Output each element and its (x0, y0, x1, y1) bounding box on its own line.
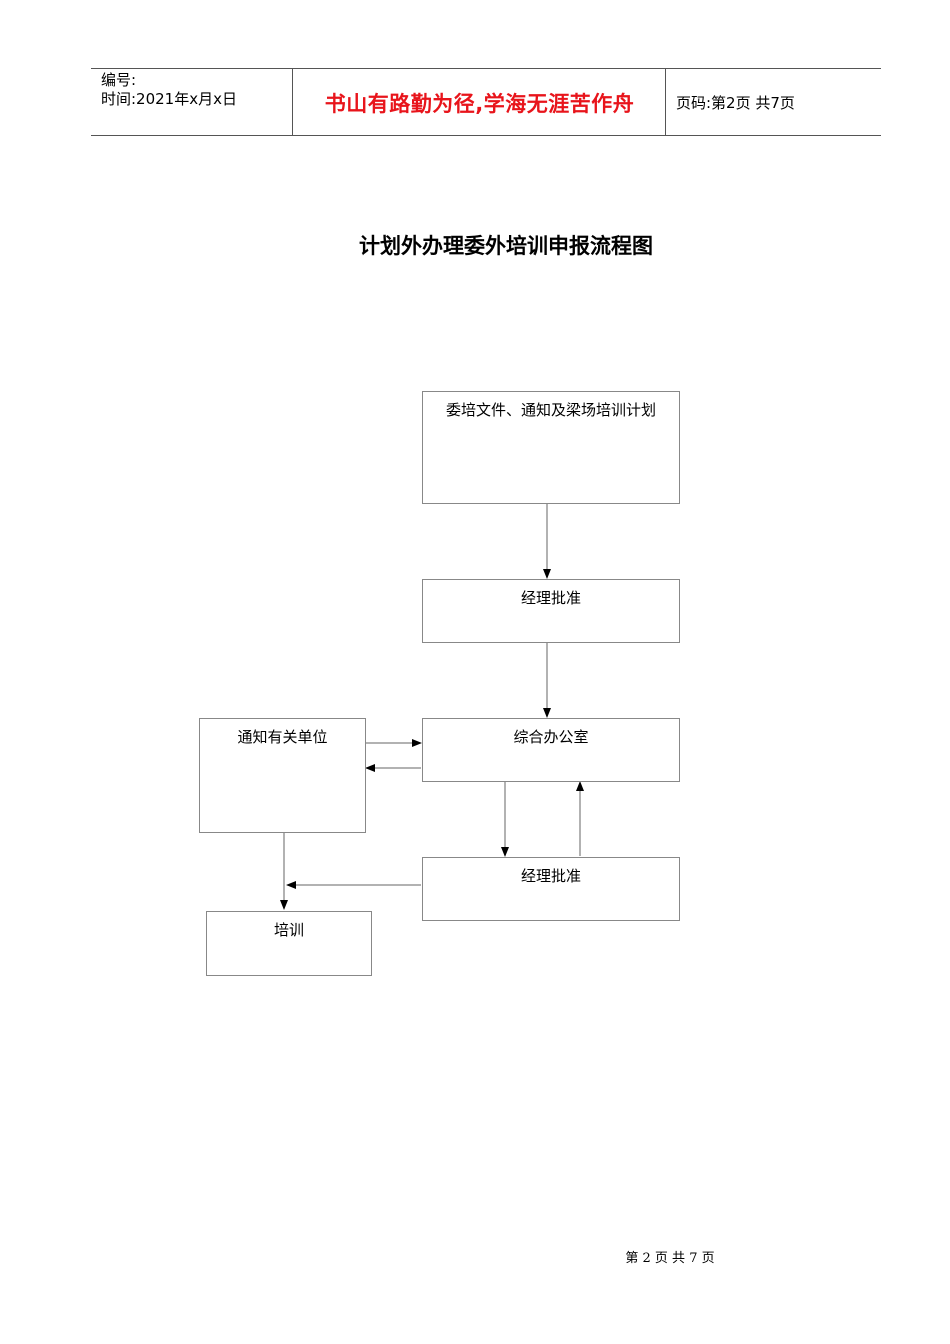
header-bottom-rule (91, 135, 881, 136)
node-training-label: 培训 (273, 921, 304, 939)
header-page-label: 页码:第2页 共7页 (676, 94, 795, 112)
node-notify: 通知有关单位 (199, 718, 366, 833)
node-approve2: 经理批准 (422, 857, 680, 921)
node-office-label: 综合办公室 (513, 728, 589, 746)
page-footer: 第 2 页 共 7 页 (625, 1251, 715, 1266)
header-top-rule (91, 68, 881, 69)
node-training: 培训 (206, 911, 372, 976)
header-motto: 书山有路勤为径,学海无涯苦作舟 (324, 92, 635, 116)
node-notify-label: 通知有关单位 (237, 728, 328, 746)
header-date-label: 时间:2021年x月x日 (101, 90, 237, 108)
node-approve2-label: 经理批准 (520, 867, 581, 885)
header-divider-right (665, 68, 666, 136)
node-approve1-label: 经理批准 (520, 589, 581, 607)
header-number-label: 编号: (101, 71, 137, 89)
node-office: 综合办公室 (422, 718, 680, 782)
node-docs-label: 委培文件、通知及梁场培训计划 (445, 401, 656, 419)
header-divider-left (292, 68, 293, 136)
node-docs: 委培文件、通知及梁场培训计划 (422, 391, 680, 504)
page-title: 计划外办理委外培训申报流程图 (359, 234, 653, 258)
node-approve1: 经理批准 (422, 579, 680, 643)
